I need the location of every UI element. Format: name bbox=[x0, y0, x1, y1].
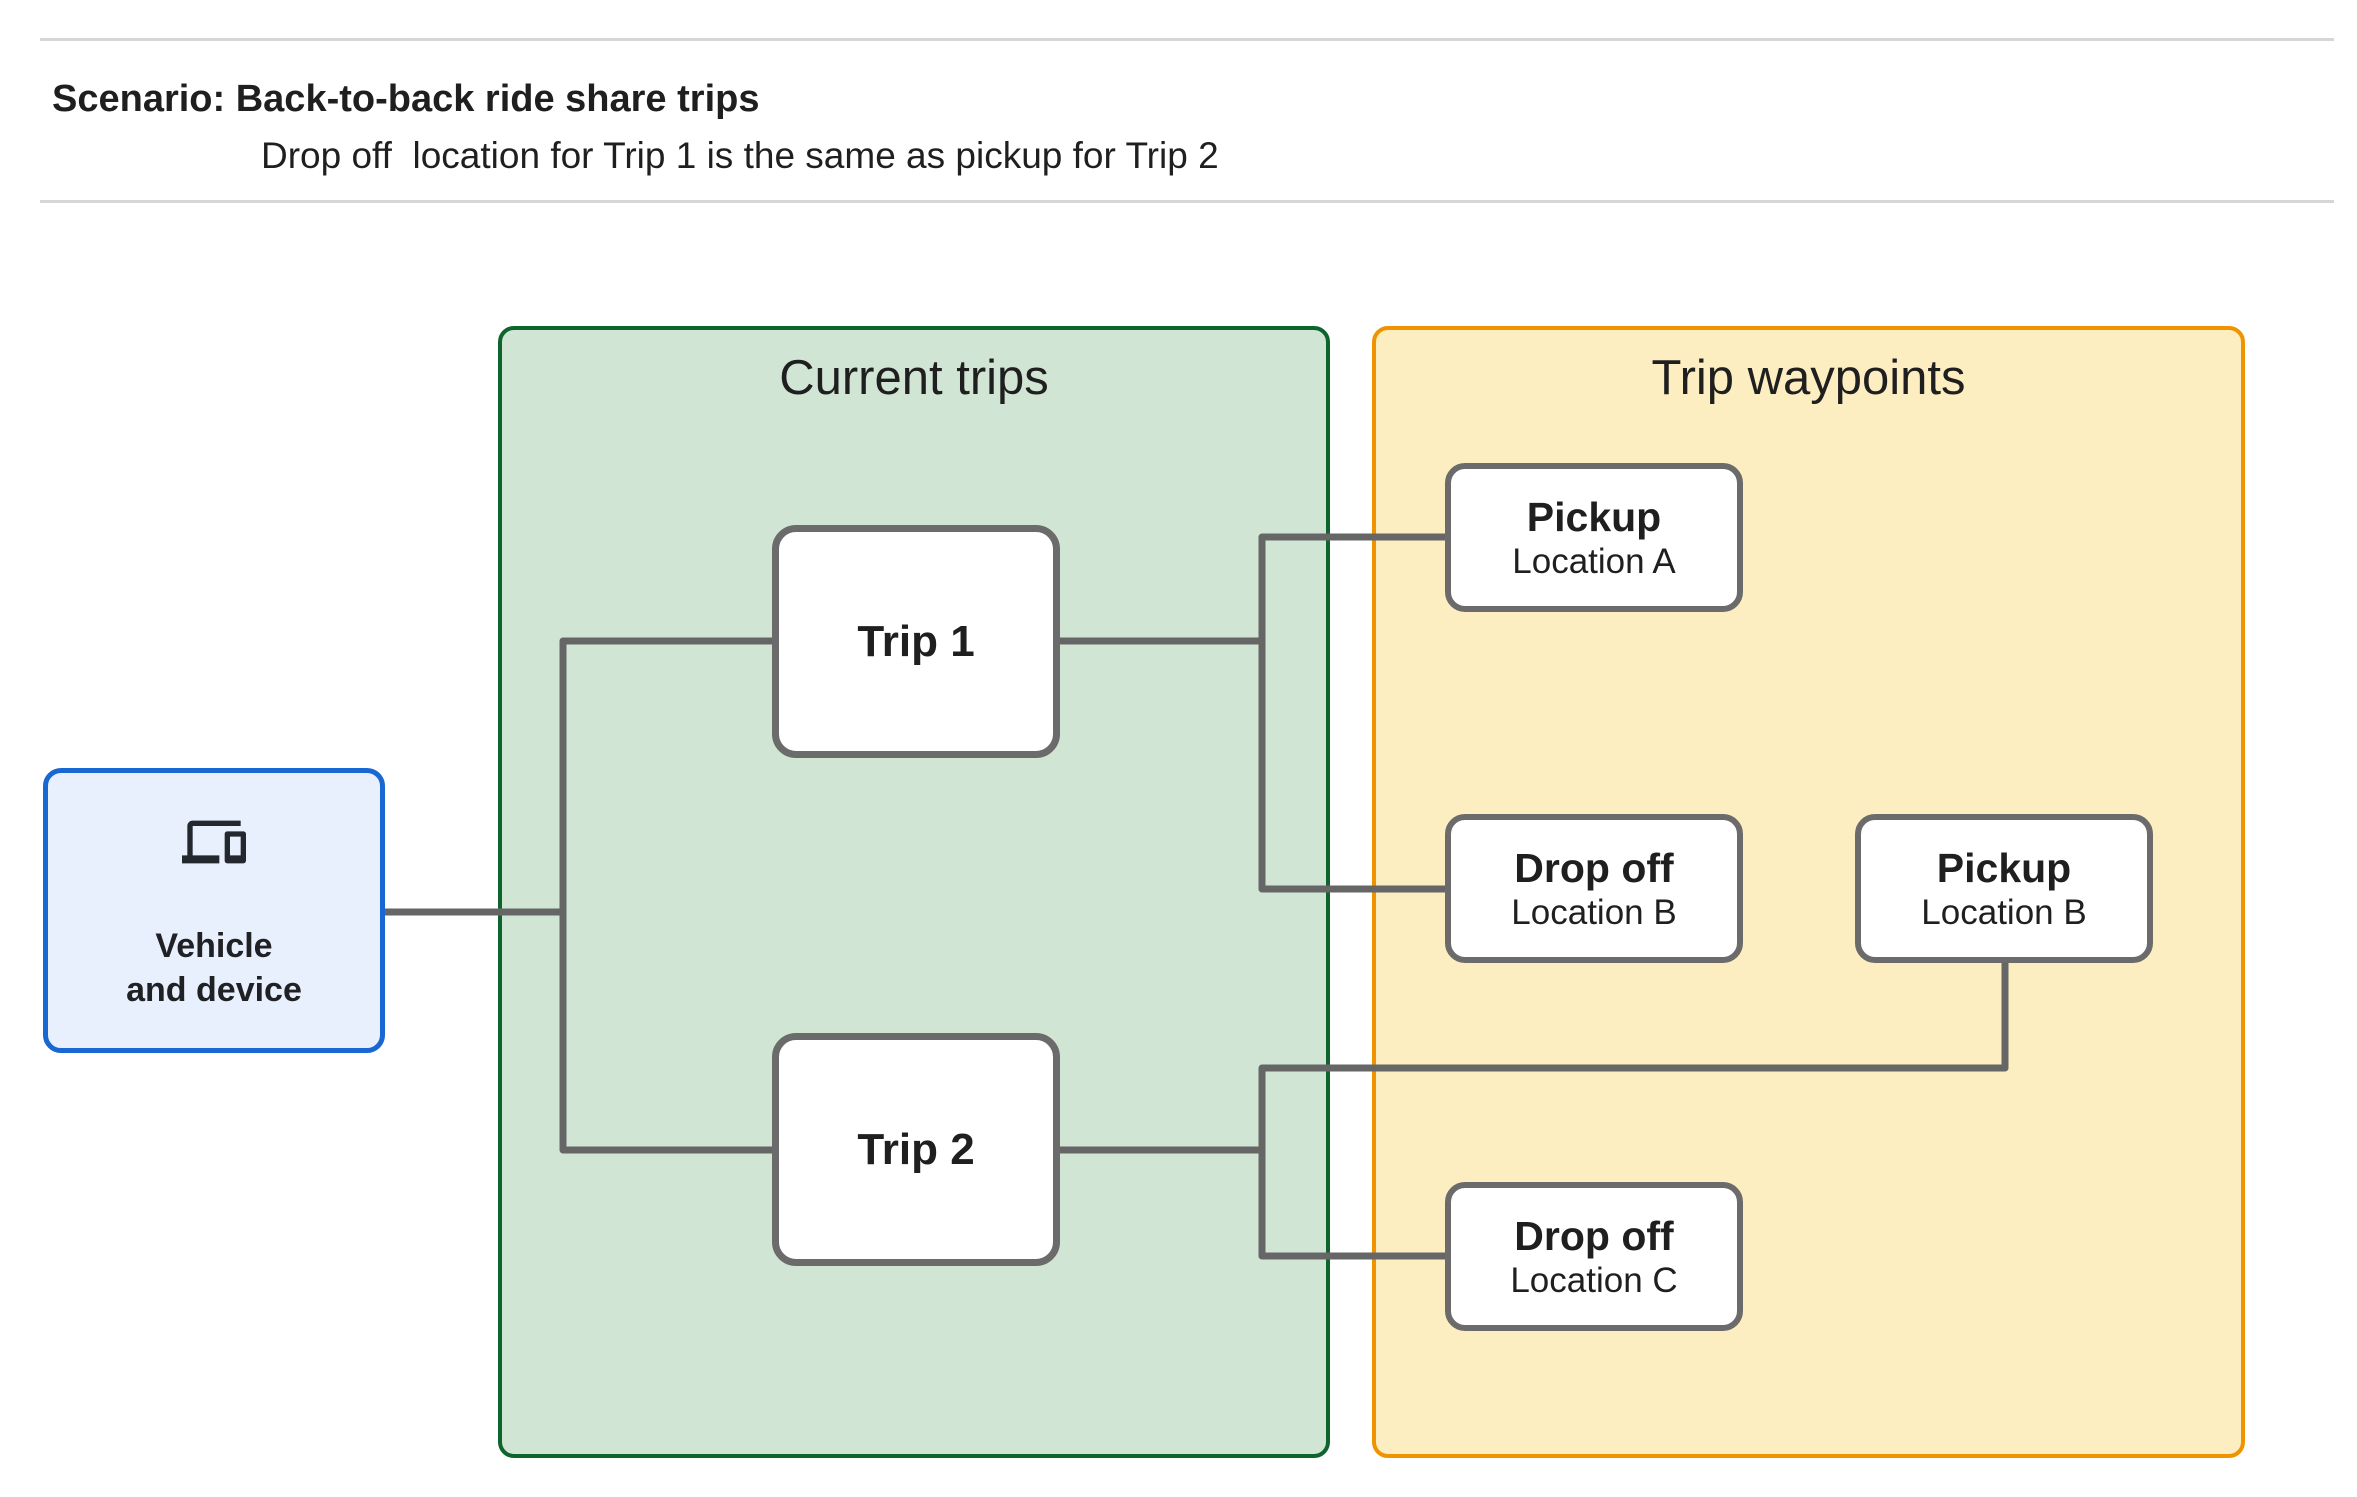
waypoint-type: Pickup bbox=[1936, 844, 2072, 891]
page-subtitle: Drop off location for Trip 1 is the same… bbox=[261, 135, 1219, 176]
waypoint-location: Location C bbox=[1510, 1260, 1678, 1300]
waypoint-pickup-location-a: Pickup Location A bbox=[1445, 463, 1743, 612]
devices-icon bbox=[182, 820, 246, 863]
divider-bottom bbox=[40, 200, 2334, 203]
divider-top bbox=[40, 38, 2334, 41]
waypoint-type: Drop off bbox=[1514, 844, 1674, 891]
trip-1-label: Trip 1 bbox=[857, 616, 975, 666]
waypoint-type: Pickup bbox=[1526, 493, 1662, 540]
vehicle-device-label-line1: Vehicle bbox=[155, 926, 273, 965]
waypoint-location: Location A bbox=[1512, 541, 1676, 581]
trip-1-node: Trip 1 bbox=[772, 525, 1060, 758]
vehicle-device-label-line2: and device bbox=[126, 970, 302, 1009]
waypoint-location: Location B bbox=[1511, 892, 1677, 932]
waypoint-type: Drop off bbox=[1514, 1212, 1674, 1259]
panel-trip-waypoints-title: Trip waypoints bbox=[1651, 351, 1966, 405]
page-title: Scenario: Back-to-back ride share trips bbox=[52, 78, 760, 120]
panel-current-trips-title: Current trips bbox=[779, 351, 1049, 405]
vehicle-device-node: Vehicle and device bbox=[43, 768, 385, 1053]
waypoint-dropoff-location-c: Drop off Location C bbox=[1445, 1182, 1743, 1331]
waypoint-pickup-location-b: Pickup Location B bbox=[1855, 814, 2153, 963]
waypoint-dropoff-location-b: Drop off Location B bbox=[1445, 814, 1743, 963]
trip-2-node: Trip 2 bbox=[772, 1033, 1060, 1266]
vehicle-device-label: Vehicle and device bbox=[126, 924, 302, 1012]
panel-current-trips: Current trips bbox=[498, 326, 1330, 1458]
waypoint-location: Location B bbox=[1921, 892, 2087, 932]
trip-2-label: Trip 2 bbox=[857, 1124, 975, 1174]
